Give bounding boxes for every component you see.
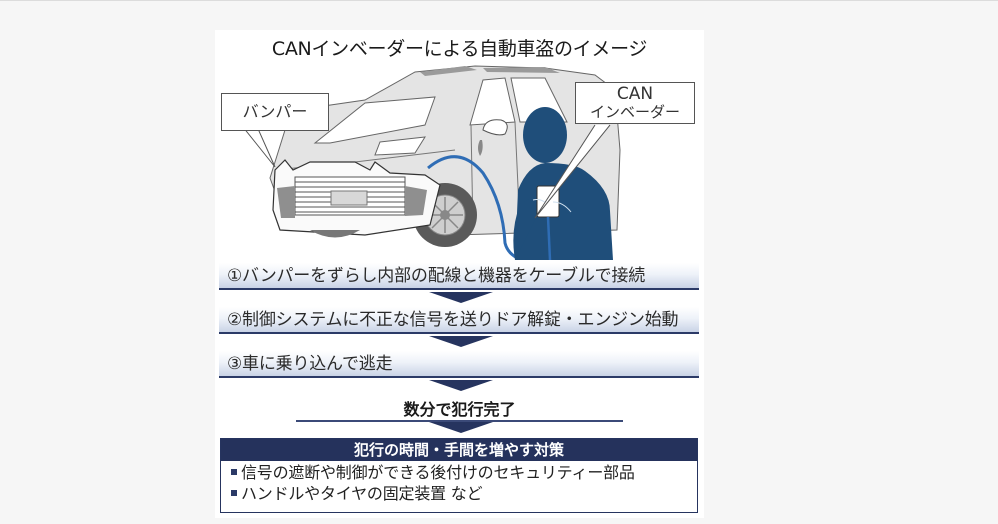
can-invader-callout-line1: CAN bbox=[616, 84, 654, 104]
result-underline bbox=[296, 420, 623, 422]
countermeasure-item: 信号の遮断や制御ができる後付けのセキュリティー部品 bbox=[221, 461, 697, 484]
bumper-callout: バンパー bbox=[221, 93, 329, 131]
down-arrow-icon bbox=[429, 422, 493, 433]
result-text: 数分で犯行完了 bbox=[403, 400, 516, 419]
square-bullet-icon bbox=[231, 489, 237, 496]
step-2: ②制御システムに不正な信号を送りドア解錠・エンジン始動 bbox=[219, 307, 699, 334]
car-theft-illustration bbox=[238, 65, 621, 260]
square-bullet-icon bbox=[231, 468, 237, 475]
step-1: ①バンパーをずらし内部の配線と機器をケーブルで接続 bbox=[219, 263, 699, 290]
down-arrow-icon bbox=[429, 292, 493, 303]
figure-title: CANインベーダーによる自動車盗のイメージ bbox=[271, 38, 648, 60]
bumper-callout-label: バンパー bbox=[242, 102, 308, 121]
down-arrow-icon bbox=[429, 380, 493, 391]
countermeasures-heading: 犯行の時間・手間を増やす対策 bbox=[221, 439, 697, 461]
top-border bbox=[0, 0, 998, 1]
down-arrow-icon bbox=[429, 336, 493, 347]
infographic-panel: CANインベーダーによる自動車盗のイメージ bbox=[215, 30, 704, 518]
countermeasure-item: ハンドルやタイヤの固定装置 など bbox=[221, 484, 697, 504]
can-invader-callout-line2: インベーダー bbox=[589, 103, 680, 121]
can-invader-callout: CAN インベーダー bbox=[575, 82, 695, 124]
step-3: ③車に乗り込んで逃走 bbox=[219, 351, 699, 378]
countermeasures-box: 犯行の時間・手間を増やす対策 信号の遮断や制御ができる後付けのセキュリティー部品… bbox=[220, 438, 698, 513]
